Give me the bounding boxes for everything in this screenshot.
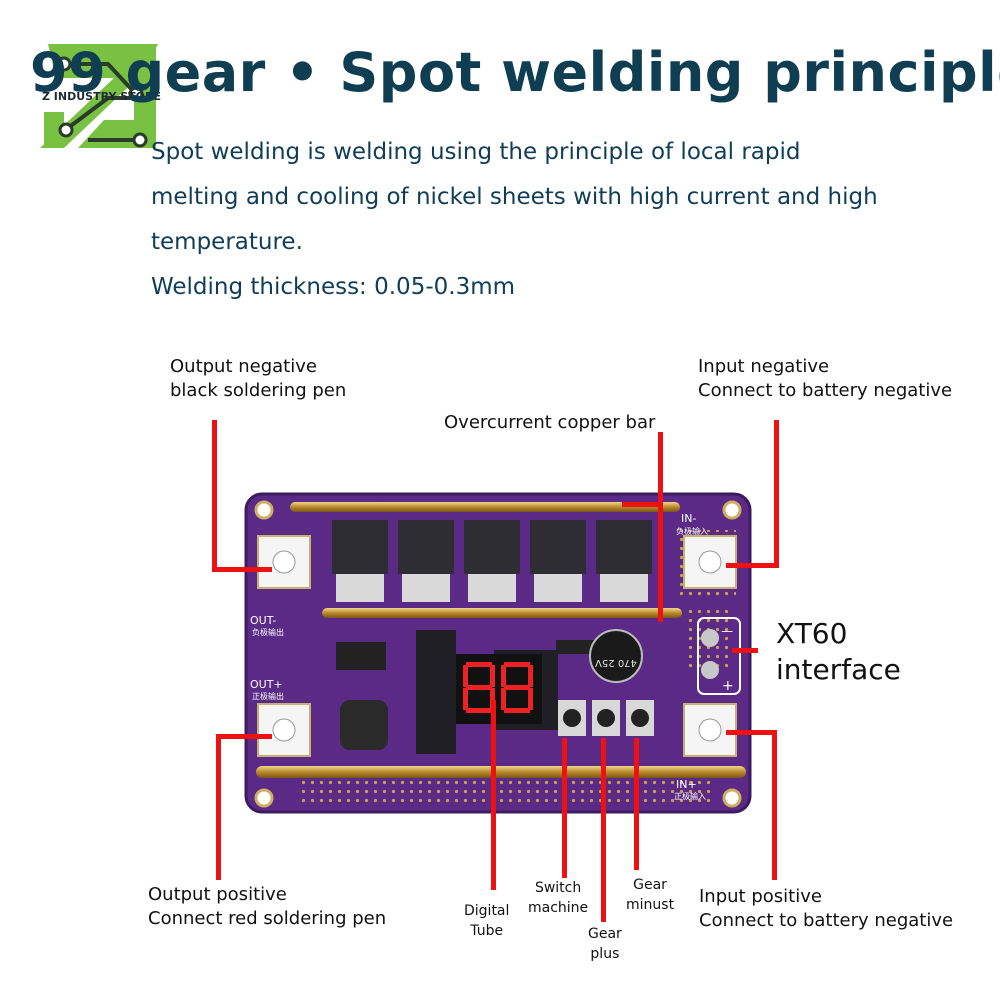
callout-line-gear-plus: [601, 738, 606, 922]
intro-line-2: melting and cooling of nickel sheets wit…: [151, 184, 878, 210]
xt60-minus-mark: —: [721, 624, 733, 638]
label-gear-plus: Gear plus: [588, 926, 622, 962]
silk-in-neg: IN-: [681, 512, 696, 525]
brand-name: Z INDUSTRY STORE: [42, 90, 162, 103]
callout-line-in-neg-h: [726, 563, 779, 568]
callout-line-out-pos-h: [216, 734, 272, 739]
callout-line-switch: [562, 738, 567, 878]
callout-line-xt60: [732, 648, 758, 653]
intro-line-3: temperature.: [151, 229, 303, 255]
silk-out-neg-cn: 负极输出: [252, 627, 284, 637]
callout-line-gear-minus: [634, 738, 639, 870]
callout-line-in-pos-h: [726, 730, 776, 735]
callout-line-copper-bar: [658, 432, 663, 622]
silk-out-pos: OUT+: [250, 678, 283, 691]
xt60-plus-mark: +: [722, 678, 734, 694]
label-input-positive: Input positive Connect to battery negati…: [699, 886, 954, 931]
label-digital-tube: Digital Tube: [464, 903, 510, 939]
silk-in-pos-cn: 正极输入: [674, 791, 706, 801]
callout-line-out-neg: [212, 420, 217, 572]
label-xt60-interface: XT60 interface: [776, 617, 901, 686]
page-title: 99 gear • Spot welding principle: [30, 41, 1000, 104]
callout-line-in-pos: [772, 730, 777, 880]
callout-line-out-pos: [216, 734, 221, 880]
label-output-positive: Output positive Connect red soldering pe…: [148, 884, 387, 929]
label-output-negative: Output negative black soldering pen: [170, 356, 347, 401]
callout-line-digital-tube: [491, 700, 496, 890]
silk-out-pos-cn: 正极输出: [252, 691, 284, 701]
silk-in-neg-cn: 负极输入: [676, 526, 708, 536]
intro-line-1: Spot welding is welding using the princi…: [151, 139, 801, 165]
callout-line-copper-bar-h: [622, 502, 662, 507]
intro-text: Spot welding is welding using the princi…: [151, 130, 911, 310]
store-logo: [40, 44, 158, 148]
callout-line-out-neg-h: [212, 567, 272, 572]
label-gear-minus: Gear minust: [626, 877, 675, 913]
label-copper-bar: Overcurrent copper bar: [444, 412, 656, 433]
silk-out-neg: OUT-: [250, 614, 276, 627]
label-switch-machine: Switch machine: [528, 880, 589, 916]
svg-text:470 25V: 470 25V: [595, 657, 637, 668]
pcb-board: 470 25V IN- 负极输入 OUT- 负极输出 OUT+ 正极输出 IN+…: [244, 492, 752, 814]
silk-in-pos: IN+: [676, 778, 697, 791]
welding-thickness: Welding thickness: 0.05-0.3mm: [151, 274, 516, 300]
callout-line-in-neg: [774, 420, 779, 568]
label-input-negative: Input negative Connect to battery negati…: [698, 356, 953, 401]
